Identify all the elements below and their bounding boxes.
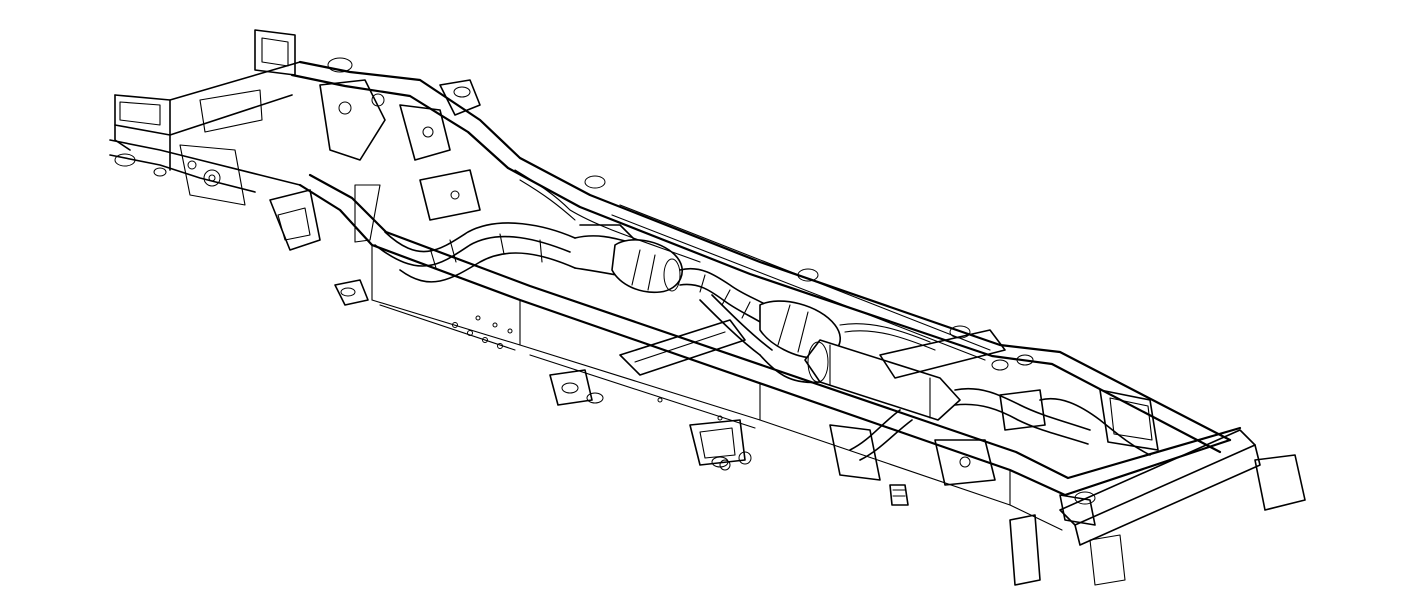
front-suspension-brackets	[269, 79, 481, 306]
exhaust-mid-pipes	[679, 267, 776, 356]
front-crossmember	[109, 29, 301, 206]
rear-crossmember	[991, 354, 1306, 586]
rail-hole-pattern-left	[452, 315, 723, 421]
rear-suspension-brackets	[549, 369, 1046, 506]
body-mount-pads	[327, 57, 1096, 505]
brake-fuel-lines	[514, 169, 936, 351]
right-frame-rail	[290, 60, 1232, 454]
exhaust-front-pipes	[374, 222, 641, 283]
exhaust-tail-pipes	[849, 387, 1151, 461]
front-catalytic-converter	[611, 239, 683, 294]
left-frame-rail	[298, 173, 1242, 531]
muffler	[759, 339, 961, 421]
mid-crossmembers	[619, 319, 1006, 379]
